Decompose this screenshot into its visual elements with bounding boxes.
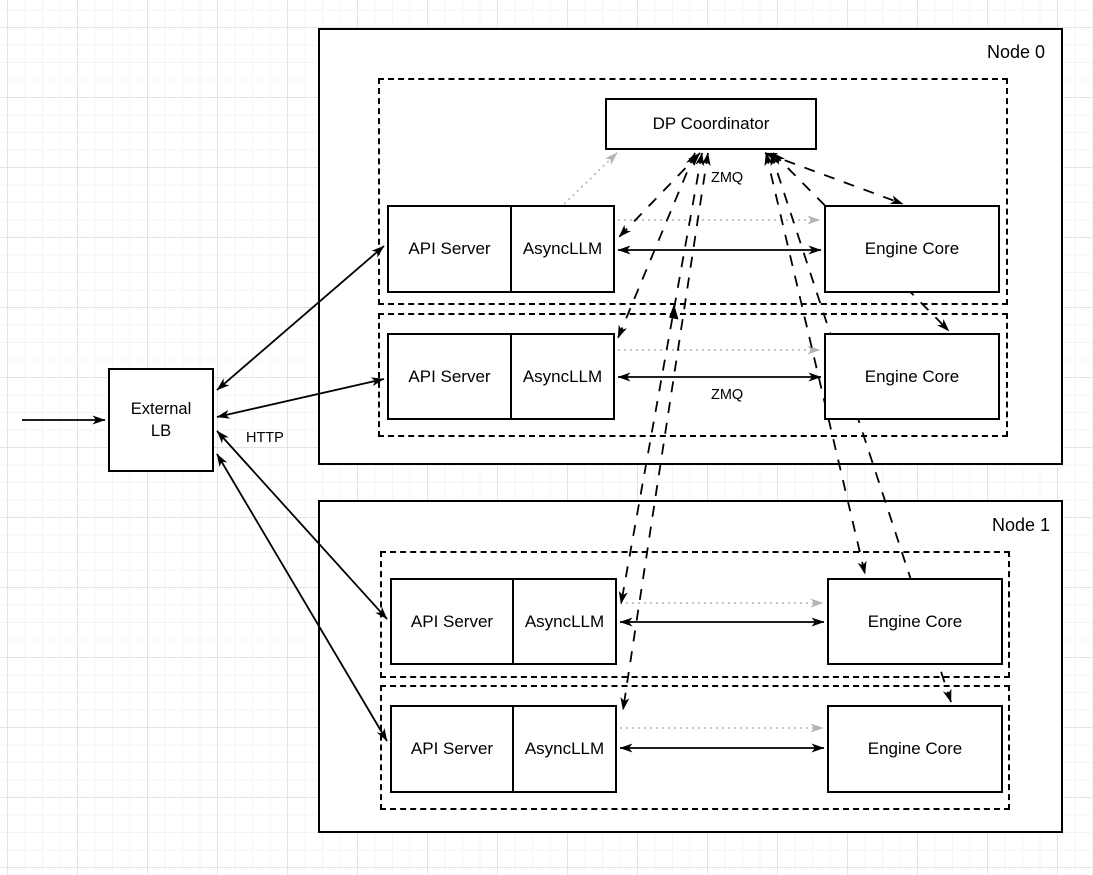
node1-row1-apiserver-asyncllm: API Server AsyncLLM [390,705,617,793]
external-lb-label-line1: External [130,400,192,418]
api-server-label: API Server [410,739,494,758]
node0-row0-asyncllm-cell: AsyncLLM [512,207,613,291]
node0-row0-apiserver-asyncllm: API Server AsyncLLM [387,205,615,293]
node0-row0-engine-core-box: Engine Core [824,205,1000,293]
engine-core-label: Engine Core [867,739,963,758]
node1-row1-engine-core-box: Engine Core [827,705,1003,793]
node1-row0-apiserver-asyncllm: API Server AsyncLLM [390,578,617,665]
api-server-label: API Server [410,611,494,631]
engine-core-label: Engine Core [864,366,960,386]
engine-core-label: Engine Core [864,239,960,258]
zmq-row-label: ZMQ [711,387,744,403]
asyncllm-label: AsyncLLM [522,366,603,386]
node1-row1-api-server-cell: API Server [392,707,514,791]
node0-row1-apiserver-asyncllm: API Server AsyncLLM [387,333,615,420]
node0-label: Node 0 [986,42,1045,62]
dp-coordinator-box: DP Coordinator [605,98,817,150]
node0-row0-api-server-cell: API Server [389,207,512,291]
api-server-label: API Server [408,239,491,258]
node0-row1-asyncllm-cell: AsyncLLM [512,335,613,418]
engine-core-label: Engine Core [867,611,963,631]
node1-label: Node 1 [991,515,1050,535]
external-lb-label-line2: LB [150,422,172,440]
node1-row0-engine-core-box: Engine Core [827,578,1003,665]
api-server-label: API Server [408,366,491,386]
node0-row1-engine-core-box: Engine Core [824,333,1000,420]
external-lb-box: External LB [108,368,214,472]
node0-row1-api-server-cell: API Server [389,335,512,418]
http-label: HTTP [246,430,284,446]
asyncllm-label: AsyncLLM [522,239,603,258]
asyncllm-label: AsyncLLM [524,739,605,758]
asyncllm-label: AsyncLLM [524,611,605,631]
node1-row0-api-server-cell: API Server [392,580,514,663]
node1-row0-asyncllm-cell: AsyncLLM [514,580,615,663]
node1-row1-asyncllm-cell: AsyncLLM [514,707,615,791]
dp-coordinator-label: DP Coordinator [652,114,770,133]
zmq-coordinator-label: ZMQ [711,170,744,186]
